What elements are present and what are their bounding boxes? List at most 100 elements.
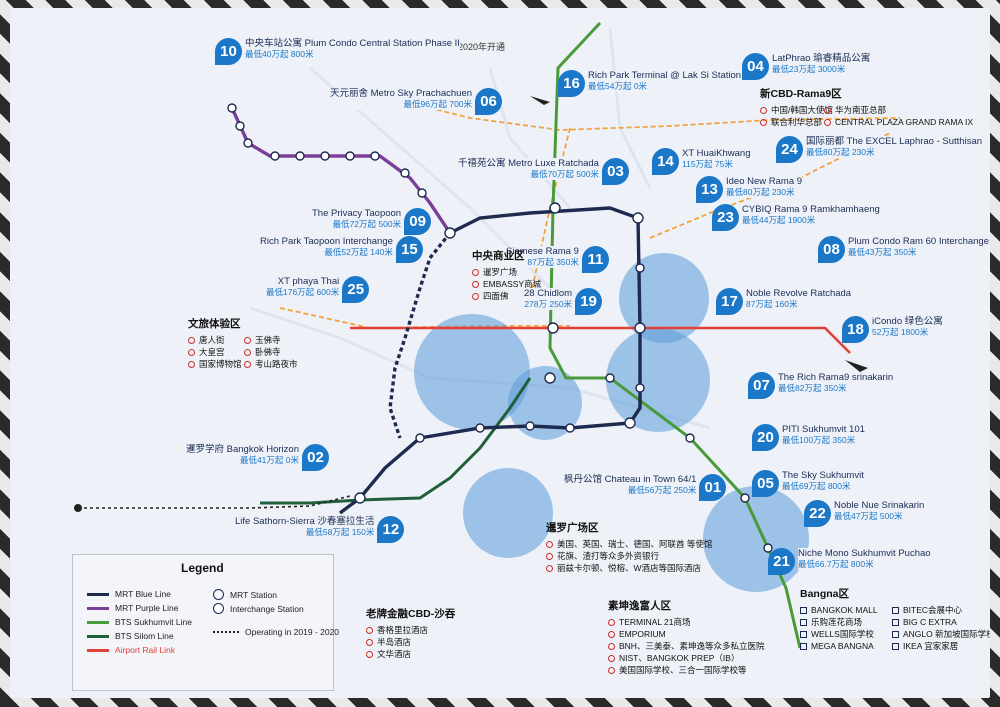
property-price: 最低82万起 350米 [778,383,894,394]
property-name: 国际丽都 The EXCEL Laphrao - Sutthisan [806,136,983,147]
property-name: XT phaya Thai [266,276,340,287]
property-price: 87万起 350米 [506,257,579,268]
property-name: Ideo New Rama 9 [726,176,803,187]
district-title: 暹罗广场区 [546,522,599,534]
property-price: 最低70万起 500米 [458,169,599,180]
marker-number-badge: 03 [601,158,629,185]
property-price: 最低56万起 250米 [564,485,697,496]
district-item: 文华酒店 [366,648,455,660]
district-item: 中国/韩国大使馆 [760,104,833,116]
property-name: CYBIQ Rama 9 Ramkhamhaeng [742,204,880,215]
legend-bts-silom: BTS Silom Line [87,631,174,641]
legend-operating: Operating in 2019 - 2020 [213,627,339,637]
property-name: Noble Revolve Ratchada [746,288,852,299]
district-item: BIG C EXTRA [892,616,984,628]
marker-number-badge: 14 [652,148,679,175]
marker-number-badge: 11 [581,246,609,273]
marker-number-badge: 13 [696,176,723,203]
district-item: 考山路夜市 [244,358,300,370]
district-item: 国家博物馆 [188,358,244,370]
property-name: PITI Sukhumvit 101 [782,424,865,435]
property-name: XT HuaiKhwang [682,148,751,159]
district-item: 香格里拉酒店 [366,624,455,636]
marker-number-badge: 23 [712,204,739,231]
property-price: 最低54万起 0米 [588,81,742,92]
property-price: 最低69万起 800米 [782,481,864,492]
metro-lines-layer: M [74,21,901,649]
district-cbd: 中央商业区 暹罗广场 EMBASSY商城 四面佛 [472,248,541,302]
district-title: 文旅体验区 [188,318,241,330]
district-item: 半岛酒店 [366,636,455,648]
district-item: 唐人街 [188,334,244,346]
operating-dotted-icon [213,631,239,633]
property-name: 枫丹公馆 Chateau in Town 64/1 [564,474,697,485]
marker-number-badge: 04 [742,53,769,80]
district-item: 暹罗广场 [472,266,541,278]
legend-title: Legend [181,561,224,575]
legend-label: BTS Sukhumvit Line [115,617,193,627]
mrt-blue-swatch [87,592,109,596]
area-circle-sathorn [463,468,553,558]
marker-number-badge: 15 [395,236,423,263]
mrt-blue-extension [388,231,452,439]
property-name: LatPhrao 瑜睿精品公寓 [772,53,871,64]
property-price: 87万起 160米 [746,299,852,310]
property-name: Life Sathorn-Sierra 沙春塞拉生活 [235,516,375,527]
district-item: 华为南亚总部 [824,104,914,116]
mrt-purple-swatch [87,606,109,610]
district-item: 美国国际学校、三合一国际学校等 [608,664,764,676]
district-item: TERMINAL 21商场 [608,616,764,628]
property-name: Siamese Rama 9 [506,246,579,257]
legend: Legend MRT Blue Line MRT Purple Line BTS… [72,554,339,691]
legend-interchange: Interchange Station [213,603,304,614]
marker-number-badge: 06 [475,88,503,115]
marker-number-badge: 24 [776,136,803,163]
district-item: 大皇宫 [188,346,244,358]
district-bangna: Bangna区 BANGKOK MALL BITEC会展中心 乐购莲花商场 BI… [800,586,990,652]
district-sukhumvit: 素坤逸富人区 TERMINAL 21商场 EMPORIUM BNH、三美泰、素坤… [608,598,764,676]
legend-label: BTS Silom Line [115,631,174,641]
property-price: 最低58万起 150米 [235,527,375,538]
district-item: 乐购莲花商场 [800,616,892,628]
station-markers [227,103,773,553]
airport-rail-line [350,326,851,354]
marker-number-badge: 08 [818,236,845,263]
district-item: NIST、BANGKOK PREP（IB） [608,652,764,664]
legend-mrt-blue: MRT Blue Line [87,589,171,599]
